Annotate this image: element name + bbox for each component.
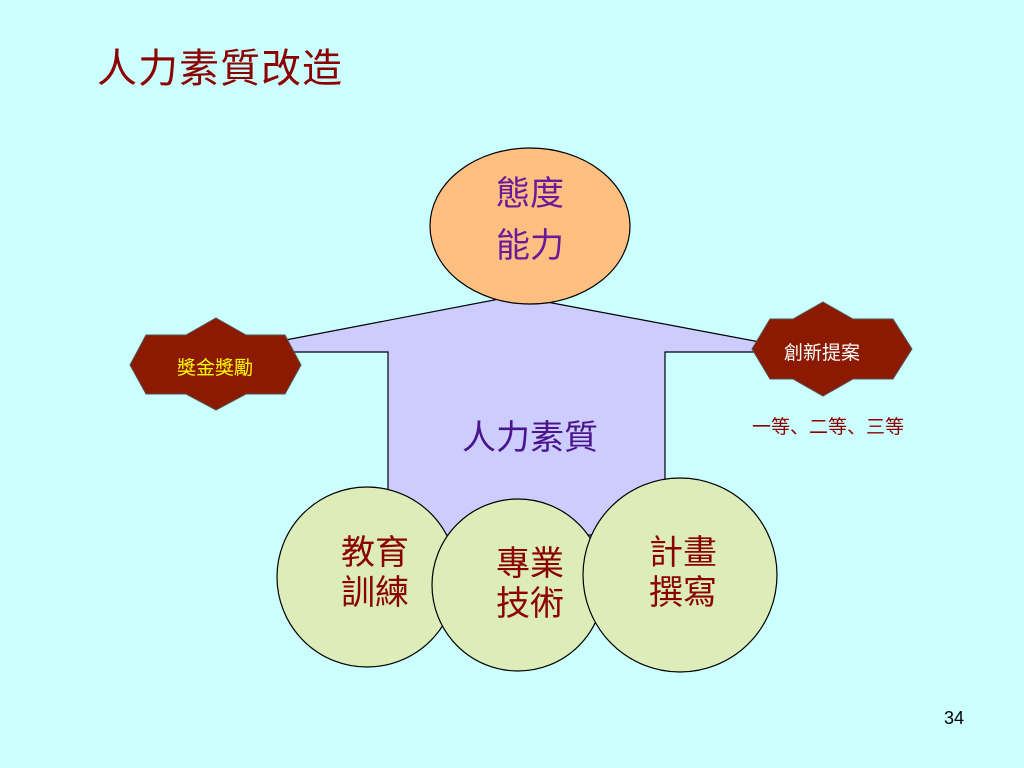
left-star-label: 獎金獎勵	[176, 357, 253, 379]
circle-technology-label: 專業 技術	[475, 544, 585, 624]
circle-technology-line1: 專業	[496, 544, 564, 584]
circle-planning	[582, 477, 778, 673]
head-label-line2: 能力	[496, 226, 564, 266]
right-star-shape	[751, 301, 913, 397]
circle-planning-line2: 撰寫	[649, 573, 717, 613]
right-star-label: 創新提案	[783, 342, 860, 364]
left-star-shape	[129, 317, 302, 411]
head-label-line1: 態度	[496, 174, 564, 214]
circle-education-line1: 教育	[341, 533, 409, 573]
circle-planning-line1: 計畫	[649, 533, 717, 573]
circle-education-label: 教育 訓練	[320, 533, 430, 613]
page-number: 34	[943, 708, 964, 728]
head-label: 態度 能力	[470, 168, 590, 272]
page-title: 人力素質改造	[97, 46, 343, 92]
circle-planning-label: 計畫 撰寫	[628, 533, 738, 613]
body-label: 人力素質	[462, 418, 598, 458]
circle-technology-line2: 技術	[496, 584, 564, 624]
head-circle	[429, 147, 631, 305]
right-star-note: 一等、二等、三等	[752, 416, 905, 438]
circle-education-line2: 訓練	[341, 573, 409, 613]
